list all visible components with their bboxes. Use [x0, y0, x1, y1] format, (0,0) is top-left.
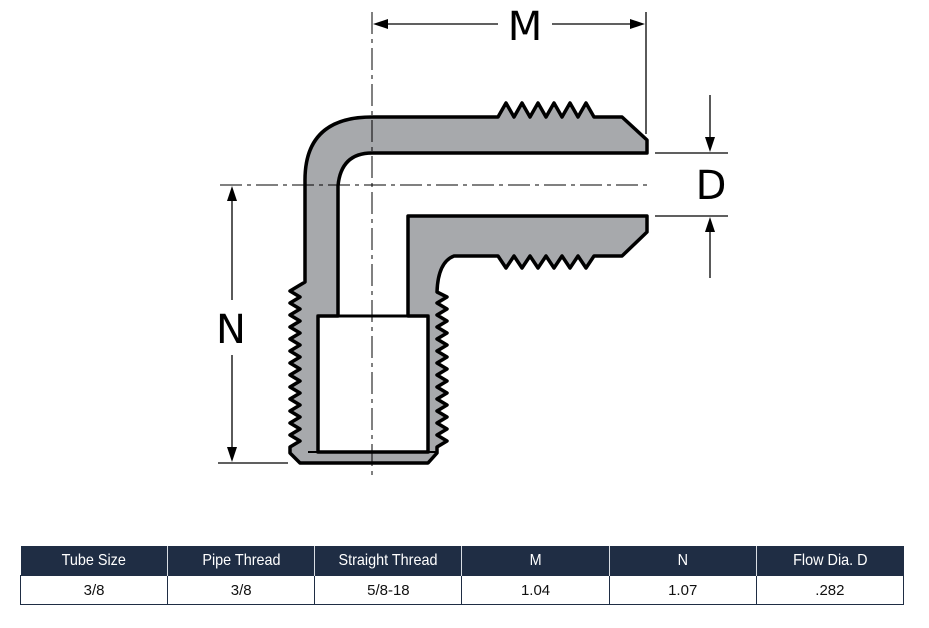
m-arrow-right — [630, 19, 645, 29]
col-header-flow-dia: Flow Dia. D — [756, 546, 904, 576]
d-arrow-bottom — [705, 217, 715, 232]
cell-n: 1.07 — [608, 575, 757, 605]
n-arrow-top — [227, 186, 237, 201]
fitting-body — [288, 101, 649, 465]
col-header-tube-size: Tube Size — [20, 546, 169, 576]
n-arrow-bottom — [227, 447, 237, 462]
cell-pipe-thread: 3/8 — [167, 575, 316, 605]
col-header-straight-thread: Straight Thread — [314, 546, 463, 576]
fitting-diagram: M D N — [216, 4, 728, 478]
table-header-row: Tube Size Pipe Thread Straight Thread M … — [20, 546, 904, 576]
cell-flow-dia: .282 — [755, 575, 905, 605]
d-dimension-label: D — [696, 163, 727, 209]
col-header-n: N — [609, 546, 757, 576]
n-dimension-label: N — [216, 307, 246, 353]
cell-straight-thread: 5/8-18 — [314, 575, 463, 605]
table-row: 3/8 3/8 5/8-18 1.04 1.07 .282 — [19, 575, 905, 605]
spec-table: Tube Size Pipe Thread Straight Thread M … — [19, 546, 905, 605]
m-arrow-left — [373, 19, 388, 29]
m-dimension-label: M — [508, 4, 543, 50]
pipe-port-bore — [316, 314, 430, 454]
col-header-pipe-thread: Pipe Thread — [167, 546, 316, 576]
cell-tube-size: 3/8 — [19, 575, 169, 605]
cell-m: 1.04 — [461, 575, 610, 605]
d-arrow-top — [705, 137, 715, 152]
col-header-m: M — [461, 546, 610, 576]
